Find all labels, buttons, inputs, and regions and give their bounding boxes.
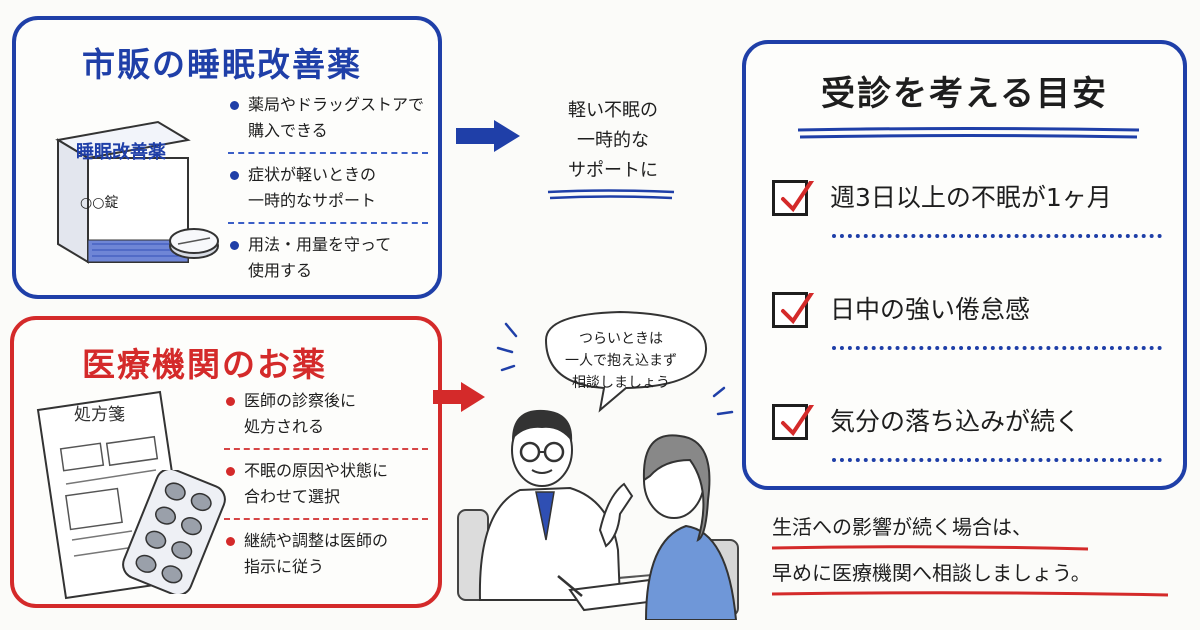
list-item: 医師の診察後に処方される bbox=[224, 388, 428, 450]
medicine-box-label: 睡眠改善薬 bbox=[76, 142, 166, 163]
underline-decoration bbox=[771, 545, 1089, 551]
consultation-guideline-panel: 受診を考える目安 週3日以上の不眠が1ヶ月 日中の強い倦怠感 気分の落ち込みが続… bbox=[742, 40, 1187, 490]
footer-line-1: 生活への影響が続く場合は、 bbox=[772, 515, 1032, 539]
rx-bullet-list: 医師の診察後に処方される 不眠の原因や状態に合わせて選択 継続や調整は医師の指示… bbox=[224, 388, 428, 588]
medicine-box-sublabel: ○○錠 bbox=[80, 195, 119, 211]
guideline-label: 日中の強い倦怠感 bbox=[830, 295, 1031, 324]
dotted-divider bbox=[832, 458, 1162, 462]
pill-blister-icon bbox=[122, 470, 226, 594]
list-item: 用法・用量を守って使用する bbox=[228, 232, 428, 292]
list-item: 不眠の原因や状態に合わせて選択 bbox=[224, 458, 428, 520]
dotted-divider bbox=[832, 234, 1162, 238]
underline-decoration bbox=[771, 591, 1169, 597]
checkbox-checked-icon bbox=[772, 292, 815, 328]
dotted-divider bbox=[832, 346, 1162, 350]
mild-support-note: 軽い不眠の 一時的な サポートに bbox=[568, 100, 658, 181]
prescription-medicine-panel: 医療機関のお薬 処方箋 医師の診察後に処方される 不眠の原因や状態に合わせて選択… bbox=[10, 316, 442, 608]
arrow-right-icon bbox=[433, 382, 485, 412]
underline-decoration bbox=[797, 127, 1140, 139]
list-item: 薬局やドラッグストアで購入できる bbox=[228, 92, 428, 154]
checkbox-checked-icon bbox=[772, 404, 815, 440]
otc-medicine-panel: 市販の睡眠改善薬 睡眠改善薬 ○○錠 薬局やドラッグストアで購入できる 症状が軽… bbox=[12, 16, 442, 299]
speech-bubble-text: つらいときは 一人で抱え込まず 相談しましょう bbox=[565, 331, 677, 391]
otc-title: 市販の睡眠改善薬 bbox=[82, 45, 362, 84]
guideline-item: 週3日以上の不眠が1ヶ月 bbox=[772, 172, 1162, 238]
footer-line-2: 早めに医療機関へ相談しましょう。 bbox=[772, 561, 1091, 585]
list-item: 症状が軽いときの一時的なサポート bbox=[228, 162, 428, 224]
arrow-right-icon bbox=[456, 120, 520, 152]
guideline-item: 日中の強い倦怠感 bbox=[772, 284, 1162, 350]
guide-title: 受診を考える目安 bbox=[821, 74, 1108, 114]
guideline-item: 気分の落ち込みが続く bbox=[772, 396, 1162, 462]
otc-bullet-list: 薬局やドラッグストアで購入できる 症状が軽いときの一時的なサポート 用法・用量を… bbox=[228, 92, 428, 292]
guideline-label: 気分の落ち込みが続く bbox=[830, 407, 1081, 436]
pill-icon bbox=[169, 228, 219, 259]
list-item: 継続や調整は医師の指示に従う bbox=[224, 528, 428, 588]
footer-note: 生活への影響が続く場合は、 早めに医療機関へ相談しましょう。 bbox=[772, 510, 1192, 590]
speech-bubble-icon bbox=[544, 310, 708, 413]
checkbox-checked-icon bbox=[772, 180, 815, 216]
guideline-label: 週3日以上の不眠が1ヶ月 bbox=[830, 183, 1112, 212]
patient-illustration bbox=[644, 524, 738, 620]
rx-title: 医療機関のお薬 bbox=[82, 345, 327, 384]
prescription-label: 処方箋 bbox=[74, 405, 125, 425]
underline-decoration bbox=[547, 189, 675, 200]
doctor-consultation-illustration bbox=[457, 310, 739, 620]
